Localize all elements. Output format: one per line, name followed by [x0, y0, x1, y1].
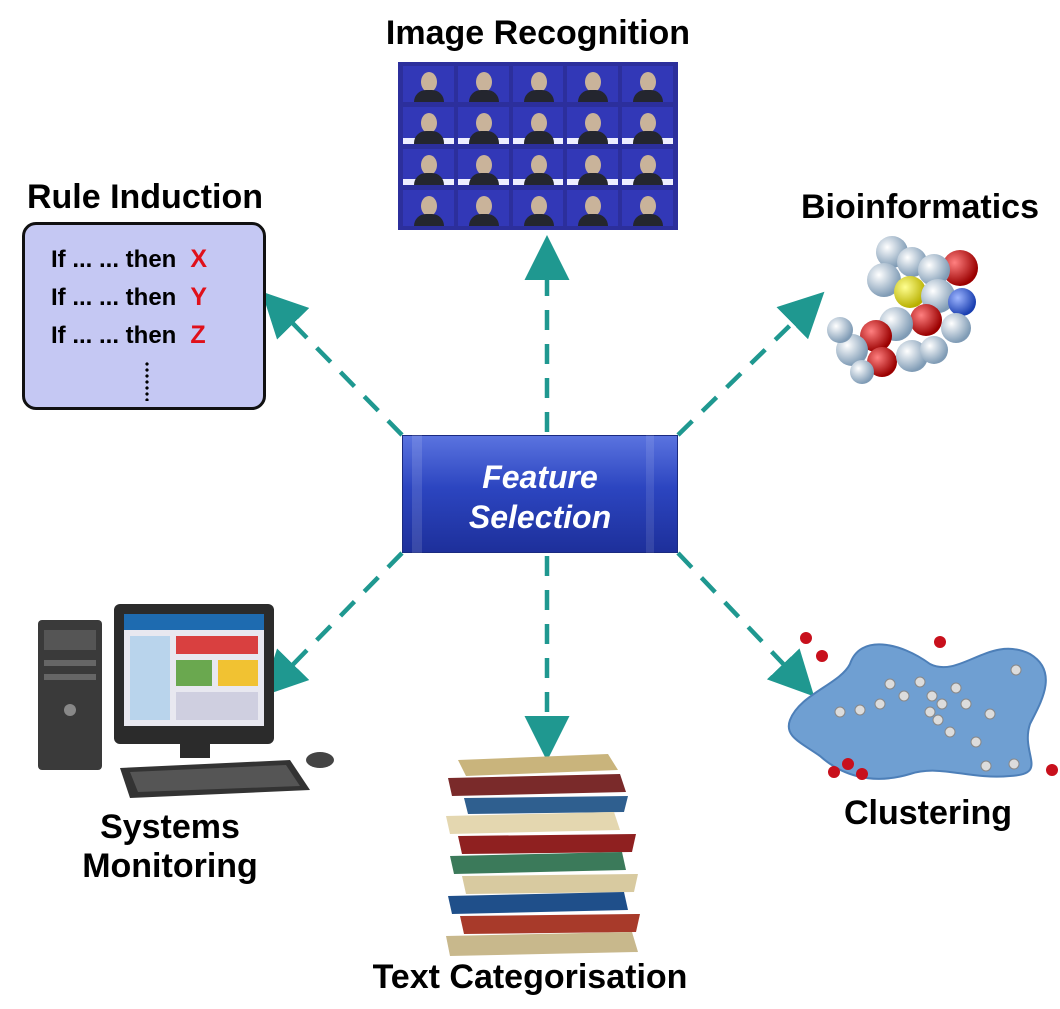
face-thumbnail: [457, 107, 509, 144]
computer-icon: [38, 604, 334, 798]
bioinformatics-label: Bioinformatics: [800, 188, 1040, 226]
face-thumbnail: [403, 107, 454, 144]
face-thumbnail: [567, 66, 619, 103]
image-recognition-label: Image Recognition: [385, 14, 691, 52]
face-thumbnail: [512, 189, 564, 226]
face-thumbnail: [512, 66, 564, 103]
face-thumbnail: [403, 148, 454, 185]
face-thumbnail: [457, 148, 509, 185]
face-thumbnail: [622, 107, 673, 144]
face-thumbnail: [512, 148, 564, 185]
clustering-label: Clustering: [843, 794, 1013, 832]
rule-line: If ... ... then Y: [51, 283, 207, 312]
vertical-ellipsis-icon: [143, 361, 151, 401]
face-grid-image: [398, 62, 678, 230]
rule-text: If ... ... then: [51, 322, 177, 349]
arrow-to-bioinformatics: [676, 291, 825, 437]
rule-class: Y: [190, 283, 208, 311]
face-thumbnail: [457, 66, 509, 103]
face-thumbnail: [567, 189, 619, 226]
systems-monitoring-line2: Monitoring: [82, 847, 258, 886]
face-thumbnail: [512, 107, 564, 144]
text-categorisation-label: Text Categorisation: [372, 958, 688, 996]
systems-monitoring-line1: Systems: [100, 808, 240, 846]
book-stack-icon: [446, 754, 640, 956]
center-title-line1: Feature: [482, 459, 598, 495]
arrow-to-rule-induction: [261, 291, 404, 437]
molecule-icon: [827, 236, 978, 384]
face-thumbnail: [622, 148, 673, 185]
rule-class: X: [190, 245, 208, 273]
cluster-blob-icon: [787, 632, 1058, 780]
face-thumbnail: [567, 148, 619, 185]
face-thumbnail: [403, 189, 454, 226]
rule-line: If ... ... then X: [51, 245, 207, 274]
face-thumbnail: [567, 107, 619, 144]
feature-selection-box: Feature Selection: [402, 435, 678, 553]
face-thumbnail: [457, 189, 509, 226]
face-thumbnail: [622, 189, 673, 226]
rule-class: Z: [190, 321, 206, 349]
rule-line: If ... ... then Z: [51, 321, 206, 350]
rule-text: If ... ... then: [51, 284, 177, 311]
center-title-line2: Selection: [468, 499, 612, 535]
rule-text: If ... ... then: [51, 246, 177, 273]
face-thumbnail: [622, 66, 673, 103]
face-thumbnail: [403, 66, 454, 103]
systems-monitoring-label: Systems Monitoring: [40, 808, 300, 886]
rule-induction-label: Rule Induction: [26, 178, 264, 216]
